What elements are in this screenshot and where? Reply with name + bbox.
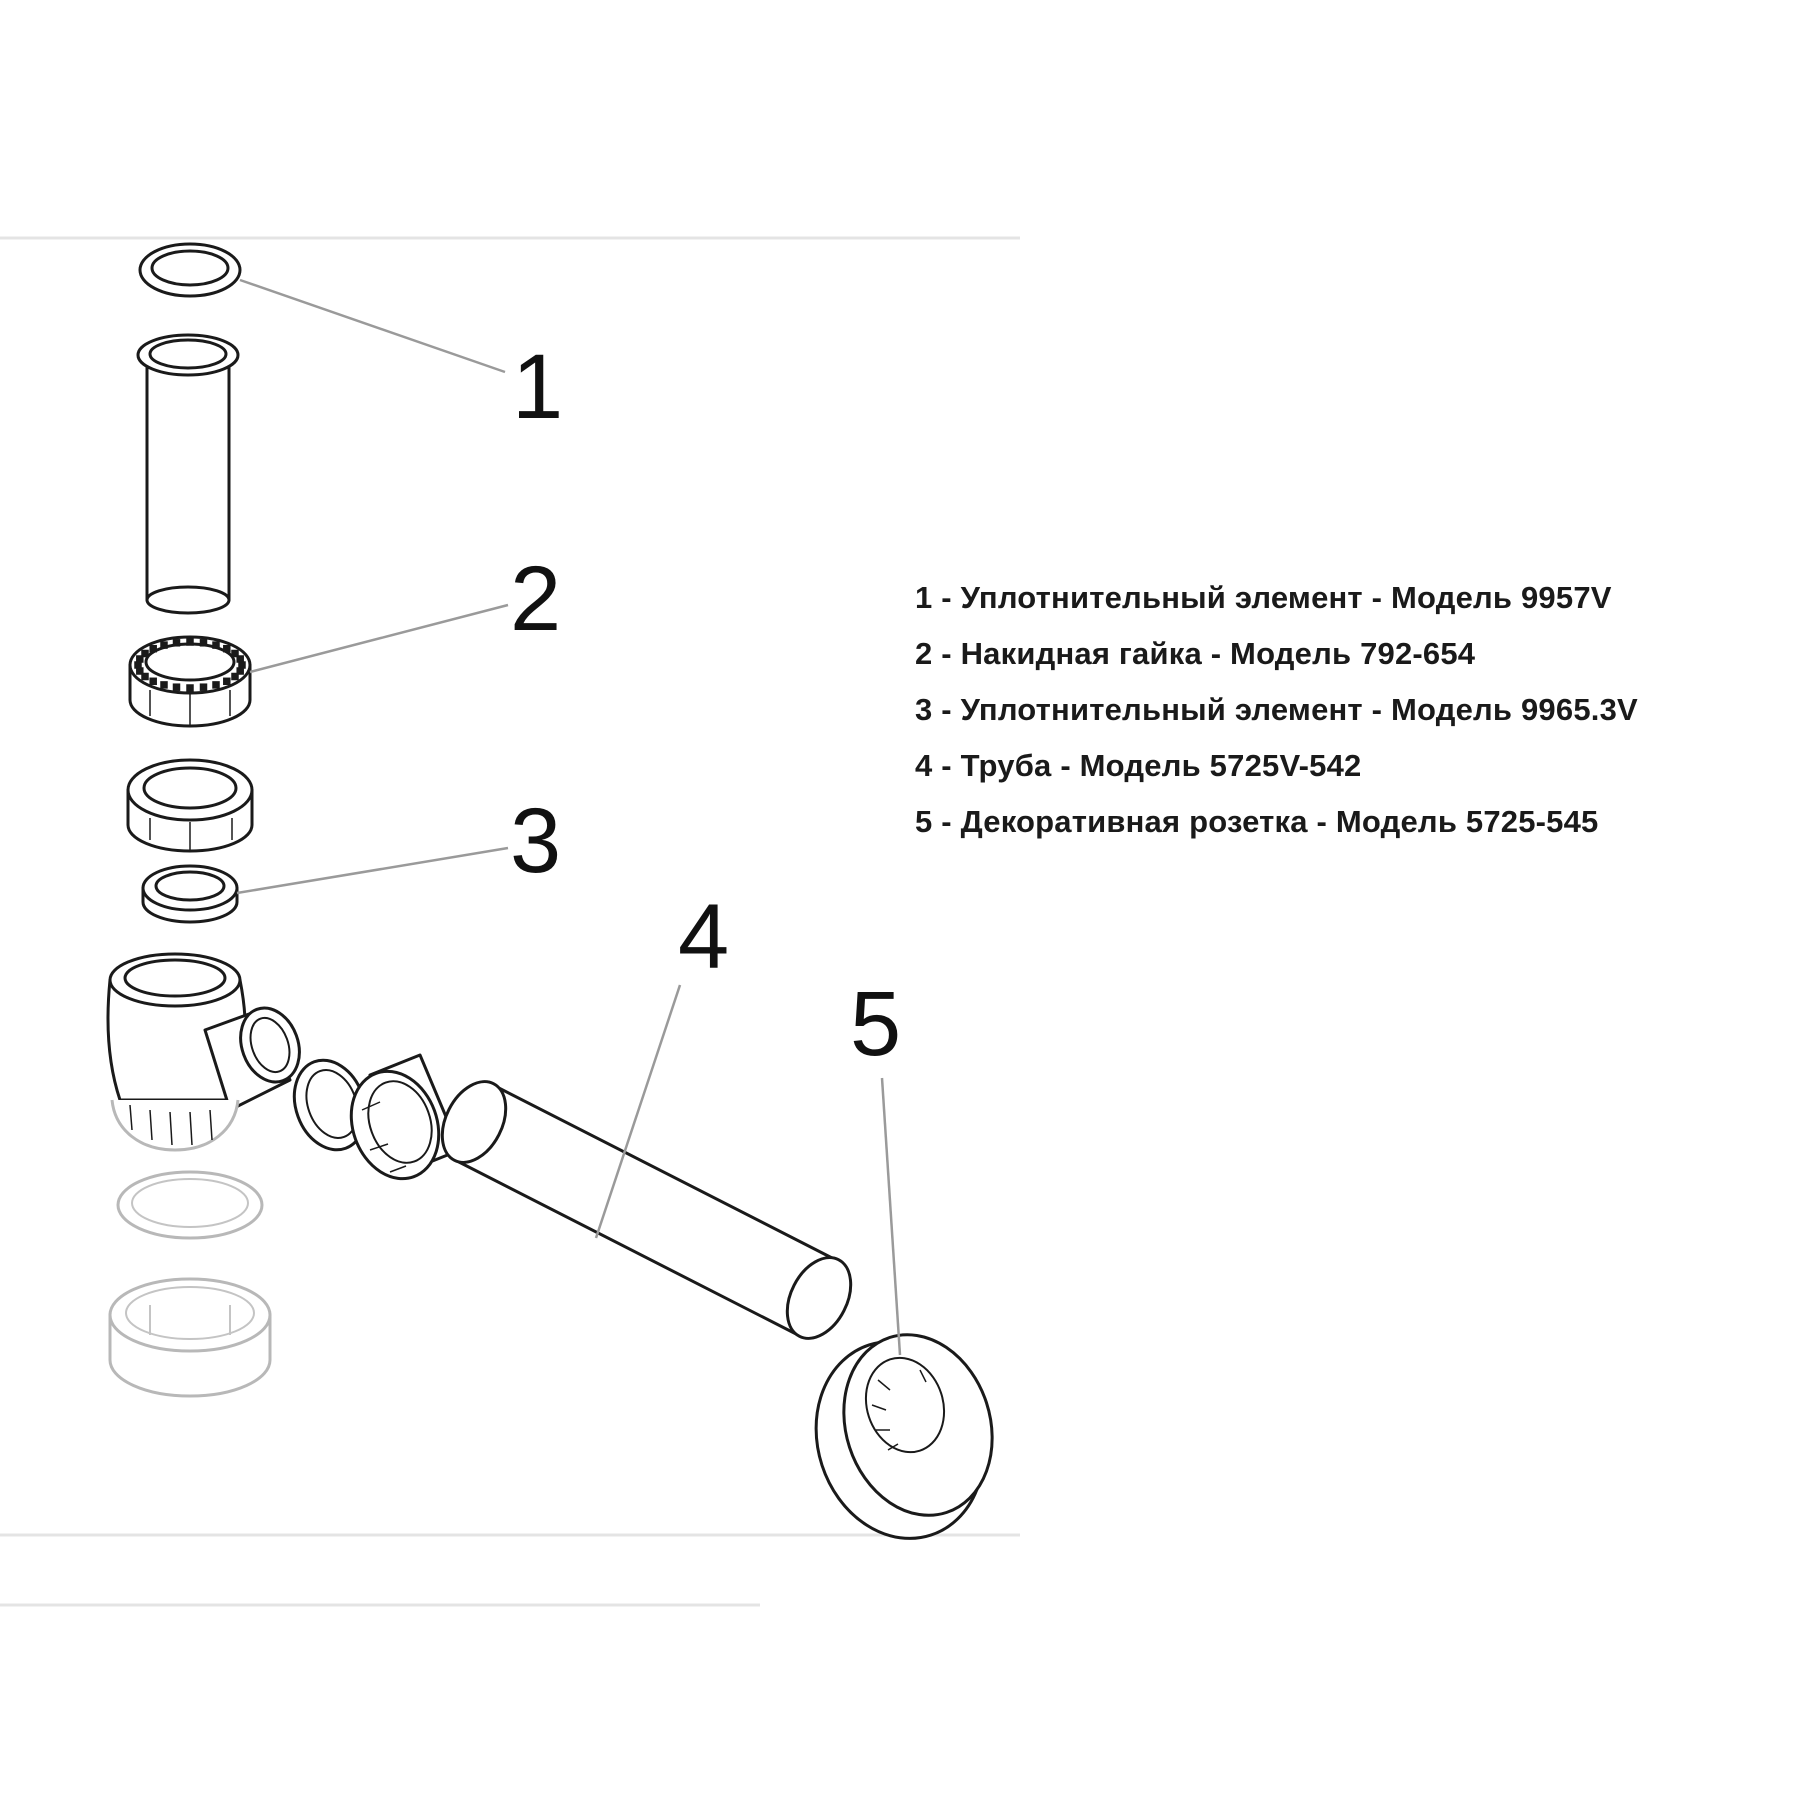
parts-legend: 1 - Уплотнительный элемент - Модель 9957… — [915, 570, 1638, 850]
callout-5: 5 — [850, 973, 901, 1075]
part-4-pipe — [440, 1080, 853, 1340]
leader-5 — [880, 1077, 902, 1356]
callout-3: 3 — [510, 790, 561, 892]
part-2-union-nut — [128, 635, 252, 728]
background-frame — [0, 236, 1020, 1607]
nut-lower — [126, 758, 254, 853]
callout-2: 2 — [510, 548, 561, 650]
leader-lines — [236, 278, 902, 1356]
ghost-cap-lower — [108, 1277, 272, 1398]
leader-2 — [249, 603, 509, 674]
branch-union-nut — [349, 1053, 462, 1181]
legend-item-4: 4 - Труба - Модель 5725V-542 — [915, 748, 1362, 783]
callout-4: 4 — [678, 886, 729, 988]
callout-numbers: 1 2 3 4 5 — [510, 336, 901, 1075]
part-1-sealing-ring — [138, 242, 242, 298]
vertical-tube — [136, 333, 240, 615]
part-3-sealing-element — [141, 864, 239, 924]
legend-item-1: 1 - Уплотнительный элемент - Модель 9957… — [915, 580, 1612, 615]
leader-3 — [236, 846, 509, 895]
leader-4 — [594, 984, 682, 1239]
legend-item-2: 2 - Накидная гайка - Модель 792-654 — [915, 636, 1476, 671]
branch-seal-ring — [292, 1058, 368, 1152]
ghost-ring-lower — [116, 1170, 264, 1240]
callout-1: 1 — [512, 336, 563, 438]
siphon-body — [106, 952, 301, 1152]
legend-item-3: 3 - Уплотнительный элемент - Модель 9965… — [915, 692, 1638, 727]
leader-1 — [239, 278, 506, 374]
legend-item-5: 5 - Декоративная розетка - Модель 5725-5… — [915, 804, 1599, 839]
part-5-decorative-rosette — [814, 1333, 994, 1540]
